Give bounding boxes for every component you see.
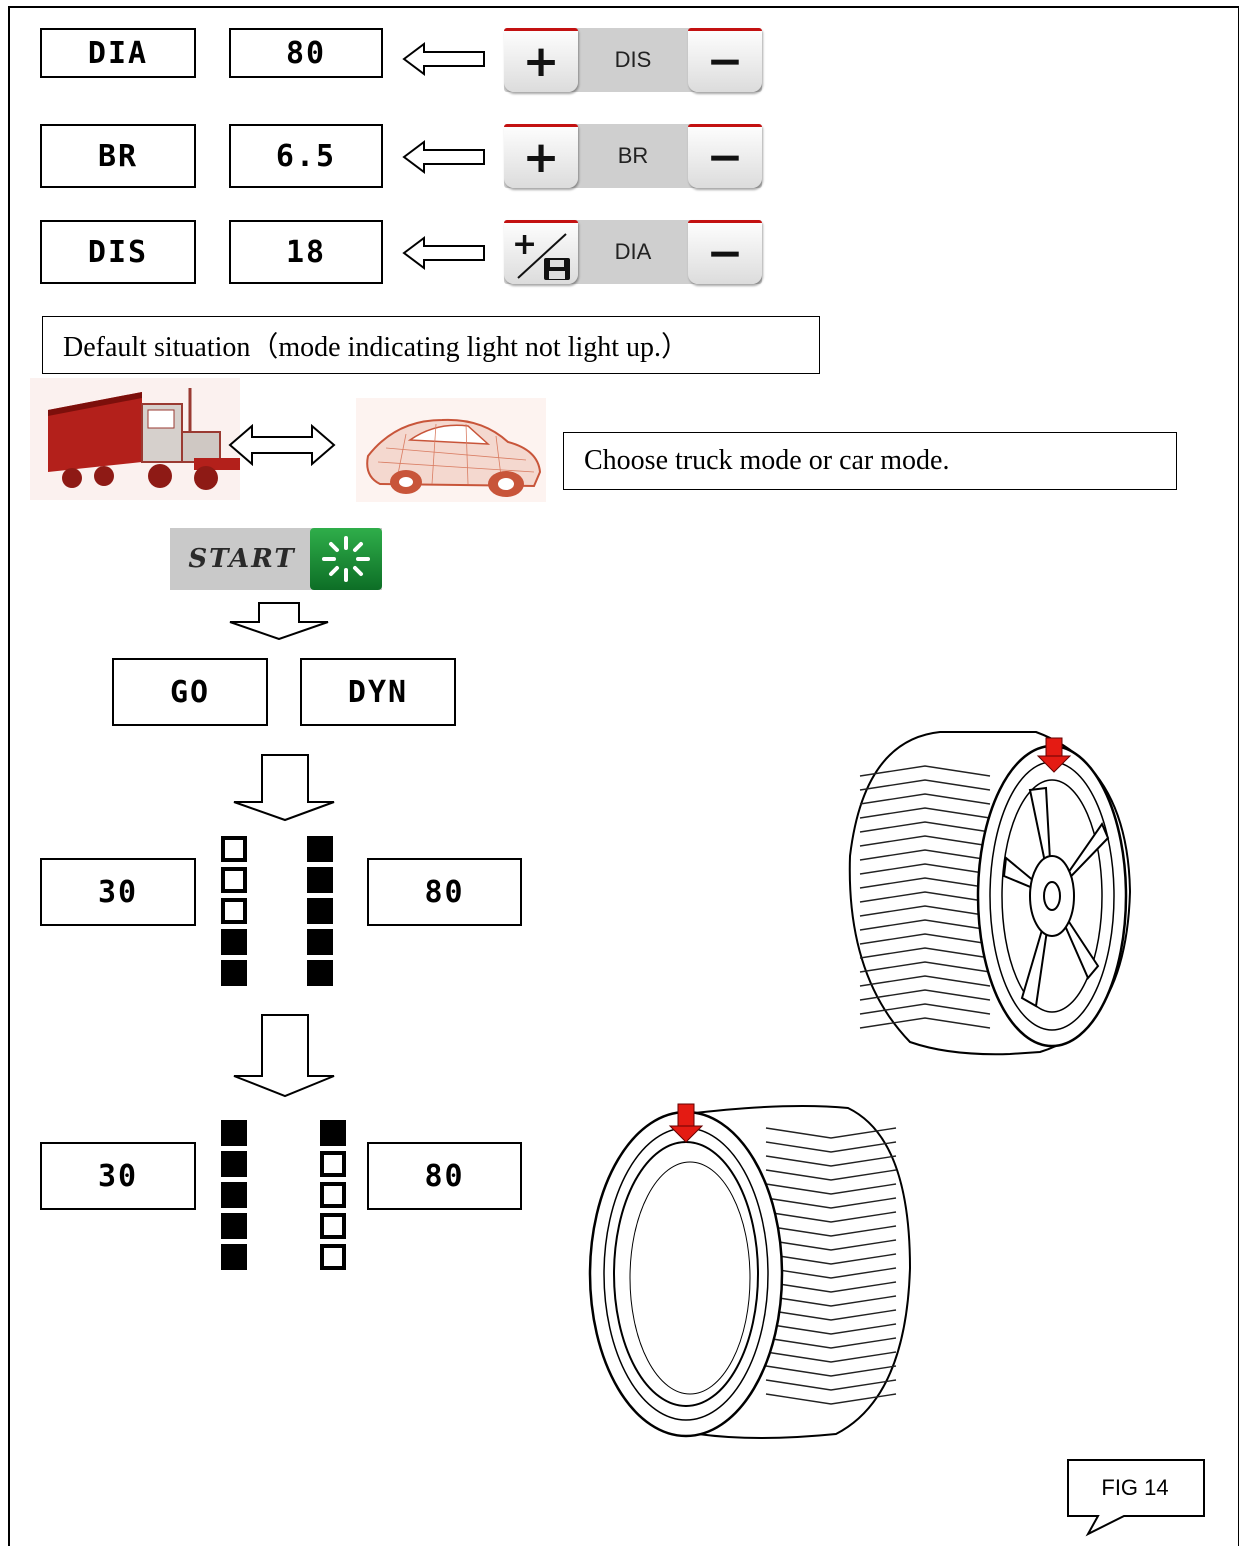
indicator-light-on <box>307 867 333 893</box>
indicator-light-on <box>221 929 247 955</box>
left-arrow-icon <box>402 236 485 270</box>
left-value-display: 30 <box>40 858 196 926</box>
panel-label: DIA <box>614 239 652 264</box>
down-arrow-icon <box>233 754 335 822</box>
dyn-display: DYN <box>300 658 456 726</box>
indicator-light-off <box>221 898 247 924</box>
right-value-display: 80 <box>367 1142 522 1210</box>
indicator-light-on <box>307 960 333 986</box>
right-value-display: 80 <box>367 858 522 926</box>
minus-button[interactable]: − <box>688 124 762 188</box>
indicator-light-on <box>307 898 333 924</box>
indicator-light-on <box>307 836 333 862</box>
left-arrow-icon <box>402 42 485 76</box>
left-arrow-icon <box>402 140 485 174</box>
indicator-light-off <box>320 1182 346 1208</box>
go-display: GO <box>112 658 268 726</box>
default-note: Default situation（mode indicating light … <box>42 316 820 374</box>
panel-label: BR <box>617 143 649 168</box>
key-panel: + DIS − <box>504 28 762 92</box>
figure-label: FIG 14 <box>1101 1475 1169 1500</box>
value-display: 80 <box>229 28 383 78</box>
indicator-light-on <box>221 1151 247 1177</box>
param-display: DIA <box>40 28 196 78</box>
value-display: 6.5 <box>229 124 383 188</box>
plus-button[interactable]: + <box>504 28 578 92</box>
start-key[interactable]: START <box>170 528 382 590</box>
indicator-light-on <box>221 1244 247 1270</box>
indicator-light-on <box>221 1120 247 1146</box>
minus-button[interactable]: − <box>688 220 762 284</box>
save-icon: + <box>512 227 570 280</box>
indicator-light-on <box>307 929 333 955</box>
indicator-light-off <box>320 1213 346 1239</box>
down-arrow-icon <box>233 1014 335 1098</box>
indicator-light-on <box>221 960 247 986</box>
indicator-light-off <box>320 1151 346 1177</box>
param-display: BR <box>40 124 196 188</box>
indicator-light-on <box>221 1213 247 1239</box>
plus-button[interactable]: + <box>504 124 578 188</box>
double-arrow-icon <box>228 424 336 466</box>
panel-label: DIS <box>614 47 652 72</box>
start-label: START <box>188 544 296 574</box>
minus-button[interactable]: − <box>688 28 762 92</box>
indicator-light-off <box>221 867 247 893</box>
indicator-light-off <box>221 836 247 862</box>
figure-label-callout: FIG 14 <box>1066 1458 1208 1538</box>
key-panel: + DIA − <box>504 220 762 284</box>
svg-text:+: + <box>512 227 537 262</box>
value-display: 18 <box>229 220 383 284</box>
mode-note: Choose truck mode or car mode. <box>563 432 1177 490</box>
indicator-light-on <box>320 1120 346 1146</box>
param-display: DIS <box>40 220 196 284</box>
car-icon <box>356 398 546 502</box>
plus-save-button[interactable]: + <box>504 220 578 284</box>
red-marker-icon <box>668 1103 704 1143</box>
down-arrow-icon <box>229 602 329 640</box>
start-button[interactable] <box>310 528 382 590</box>
indicator-light-on <box>221 1182 247 1208</box>
wheel-icon <box>588 1103 912 1439</box>
start-icon <box>322 536 370 582</box>
indicator-light-off <box>320 1244 346 1270</box>
left-value-display: 30 <box>40 1142 196 1210</box>
truck-icon <box>30 378 240 500</box>
wheel-icon <box>848 731 1132 1056</box>
red-marker-icon <box>1036 737 1072 773</box>
key-panel: + BR − <box>504 124 762 188</box>
